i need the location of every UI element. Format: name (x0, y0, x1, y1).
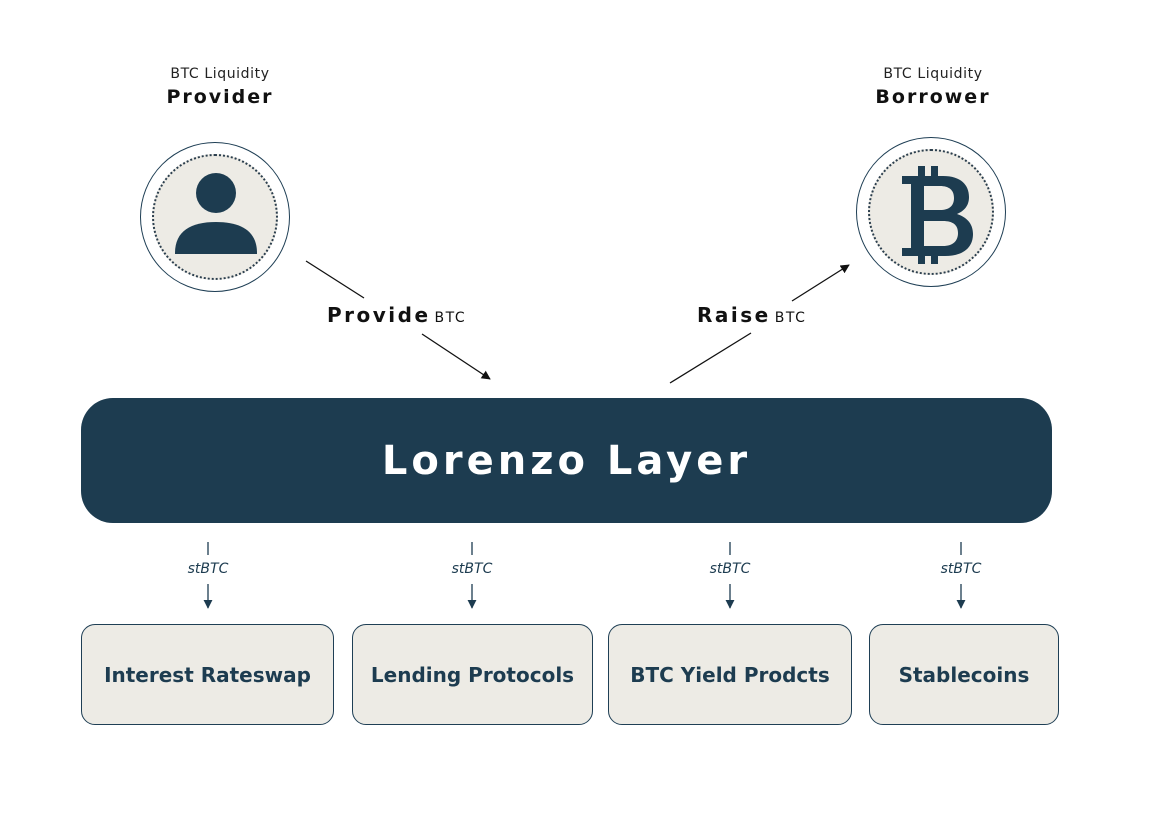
provide-text: Provide (327, 303, 431, 327)
provider-caption: BTC Liquidity (170, 66, 270, 82)
borrower-caption: BTC Liquidity (883, 66, 983, 82)
raise-arrow (791, 264, 850, 302)
product-label: BTC Yield Prodcts (630, 662, 830, 687)
provide-line-upper (305, 260, 365, 299)
product-label: Lending Protocols (370, 662, 575, 687)
product-box-stablecoins: Stablecoins (869, 624, 1059, 725)
product-box-btc-yield-products: BTC Yield Prodcts (608, 624, 852, 725)
stbtc-label-4: stBTC (940, 561, 982, 577)
bitcoin-icon (902, 166, 973, 264)
stbtc-label-2: stBTC (451, 561, 493, 577)
borrower-avatar (856, 137, 1006, 287)
borrower-title: Borrower (875, 86, 991, 108)
stbtc-label-1: stBTC (187, 561, 229, 577)
provide-arrow (421, 333, 491, 380)
product-label: Stablecoins (898, 662, 1030, 687)
product-box-interest-rateswap: Interest Rateswap (81, 624, 334, 725)
person-icon (175, 173, 257, 254)
raise-unit: BTC (774, 310, 807, 326)
raise-text: Raise (697, 303, 771, 327)
product-label: Interest Rateswap (104, 662, 311, 687)
provider-avatar (140, 142, 290, 292)
provide-unit: BTC (434, 310, 467, 326)
stbtc-label-3: stBTC (709, 561, 751, 577)
provider-title: Provider (166, 86, 274, 108)
raise-line-lower (669, 332, 752, 384)
lorenzo-layer: Lorenzo Layer (81, 398, 1052, 523)
product-box-lending-protocols: Lending Protocols (352, 624, 593, 725)
layer-title: Lorenzo Layer (381, 437, 752, 484)
